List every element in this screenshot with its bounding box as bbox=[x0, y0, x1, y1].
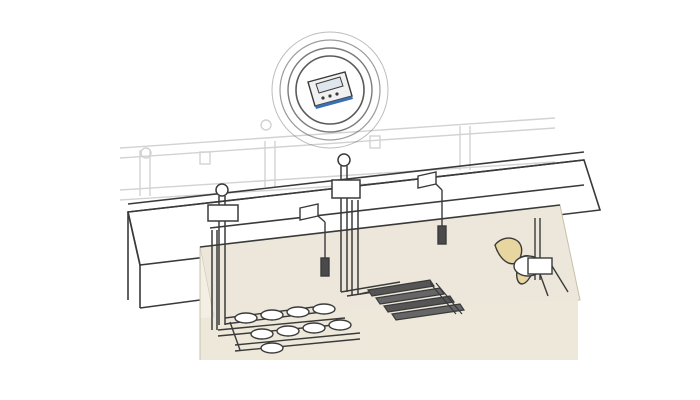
signal-rings bbox=[271, 31, 389, 149]
background-walkway bbox=[119, 117, 556, 201]
sensor-right bbox=[417, 171, 447, 245]
pressure-gauge-icon bbox=[215, 183, 229, 197]
submersible-mixer bbox=[494, 218, 569, 297]
riser-pipe-left bbox=[207, 183, 239, 330]
controller-device bbox=[307, 71, 353, 109]
pressure-gauge-icon bbox=[337, 153, 351, 167]
tube-diffuser-grid bbox=[359, 279, 466, 321]
disc-diffuser-grid bbox=[217, 303, 361, 354]
wireless-controller bbox=[271, 31, 389, 149]
sensor-left bbox=[299, 203, 330, 277]
